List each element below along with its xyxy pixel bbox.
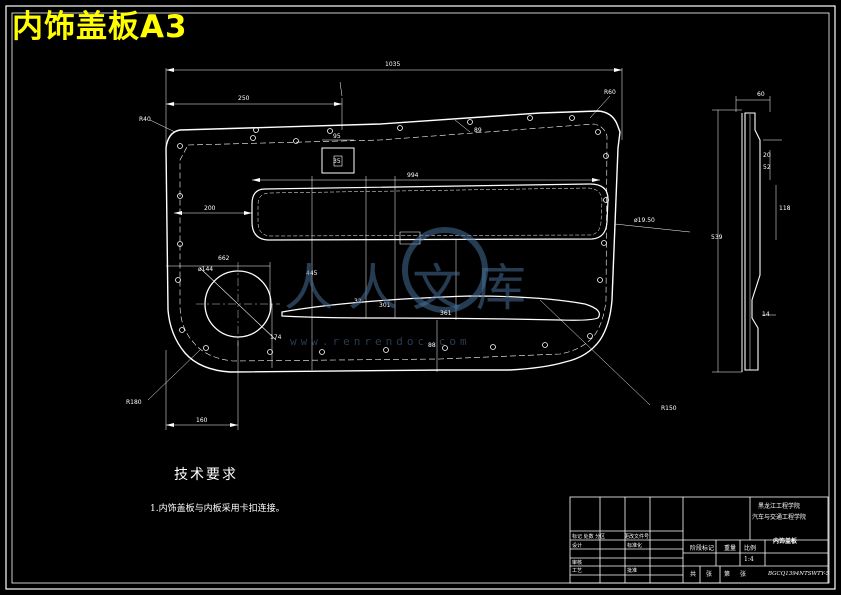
dim-95: 95 [333, 133, 341, 140]
dim-88: 88 [428, 342, 436, 349]
tb-no: 第 [724, 571, 731, 578]
dim-160: 160 [196, 417, 208, 424]
dim-side-dia: ø19.50 [634, 217, 655, 224]
tb-row-process: 工艺 [572, 568, 583, 574]
tb-row-change-2: 更改文件号 [624, 534, 650, 540]
outer-frame [5, 5, 836, 590]
dim-r180: R180 [126, 399, 142, 406]
dim-118: 118 [779, 205, 791, 212]
tb-school-2: 汽车与交通工程学院 [752, 514, 807, 521]
tb-part-name: 内饰盖板 [773, 538, 798, 545]
drawing-title: 内饰盖板A3 [12, 9, 188, 45]
dim-14: 14 [762, 311, 770, 318]
dim-overall-width: 1035 [385, 61, 401, 68]
tb-total: 共 [690, 571, 697, 578]
watermark-url: www.renrendoc.com [290, 335, 471, 348]
handle-recess [251, 183, 609, 241]
tb-scale-label: 比例 [744, 545, 757, 552]
dim-539: 539 [711, 234, 723, 241]
tb-stage: 阶段标记 [690, 545, 715, 552]
dim-445: 445 [306, 270, 318, 277]
tb-row-review: 审核 [572, 560, 583, 566]
handle-recess-inner [257, 187, 603, 237]
tb-row-approve: 批准 [627, 568, 638, 574]
clip-holes [175, 115, 609, 355]
tb-sheet: 张 [706, 571, 713, 578]
tech-requirements-note: 1.内饰盖板与内板采用卡扣连接。 [150, 504, 285, 514]
side-view [712, 96, 782, 373]
switch-box [321, 147, 355, 174]
tb-scale: 1:4 [744, 556, 754, 563]
inner-frame [11, 12, 830, 584]
dim-361: 361 [440, 310, 452, 317]
tb-row-change: 标记 处数 分区 [572, 534, 606, 540]
panel-outline [165, 110, 621, 373]
dim-301: 301 [379, 302, 391, 309]
dim-89: 89 [474, 127, 482, 134]
dim-52: 52 [763, 164, 771, 171]
tb-row-design: 设计 [572, 543, 583, 549]
dim-hole-dia: ø144 [198, 266, 214, 273]
tech-requirements-title: 技术要求 [174, 467, 238, 483]
dim-250: 250 [238, 95, 250, 102]
dim-r60: R60 [604, 89, 616, 96]
panel-inner-line [179, 123, 608, 362]
tb-weight: 重量 [724, 545, 737, 552]
dim-994: 994 [407, 172, 419, 179]
dimension-lines [147, 68, 691, 430]
dim-200: 200 [204, 205, 216, 212]
dim-r150: R150 [661, 405, 677, 412]
dim-r40: R40 [139, 116, 151, 123]
armrest-shape [281, 295, 601, 321]
dim-35: 35 [333, 158, 341, 165]
watermark-text: 人人文库 [284, 259, 540, 317]
dim-174: 174 [270, 334, 282, 341]
title-block [569, 496, 829, 584]
tb-school-1: 黑龙江工程学院 [758, 503, 801, 510]
watermark-ring [402, 227, 488, 313]
dim-32: 32 [354, 298, 362, 305]
tb-sheet-2: 张 [740, 571, 747, 578]
tb-row-design-2: 标准化 [627, 543, 643, 549]
dim-20: 20 [763, 152, 771, 159]
tb-drawing-no: BGCQ1394NTSWTY-5 [768, 571, 830, 577]
dim-60: 60 [757, 91, 765, 98]
dim-662: 662 [218, 255, 230, 262]
